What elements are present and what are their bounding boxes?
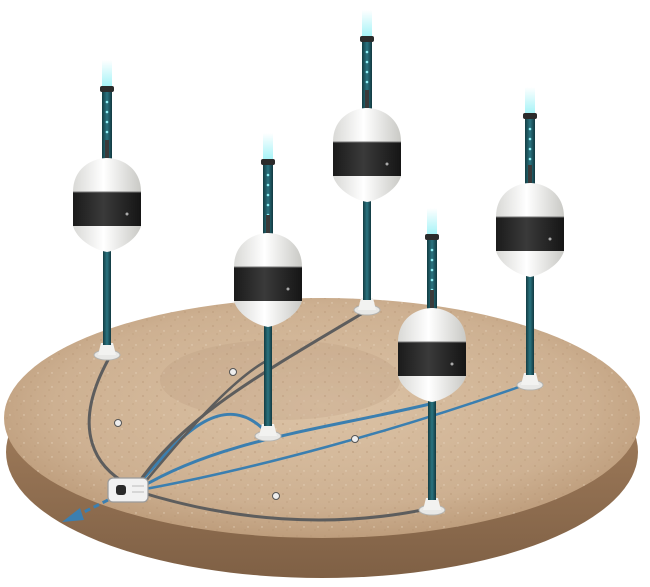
sensor-probe-icon [73, 60, 141, 361]
cable-network [87, 311, 532, 522]
sensor-probe-icon [398, 208, 466, 516]
sensor-probe-icon [496, 87, 564, 391]
sensor-probe-icon [234, 133, 302, 442]
sand-platform [4, 298, 640, 578]
flow-arrow-icon [62, 498, 109, 522]
data-hub-icon [107, 477, 149, 503]
sensor-probe-icon [333, 10, 401, 316]
sensor-probes [73, 10, 564, 516]
